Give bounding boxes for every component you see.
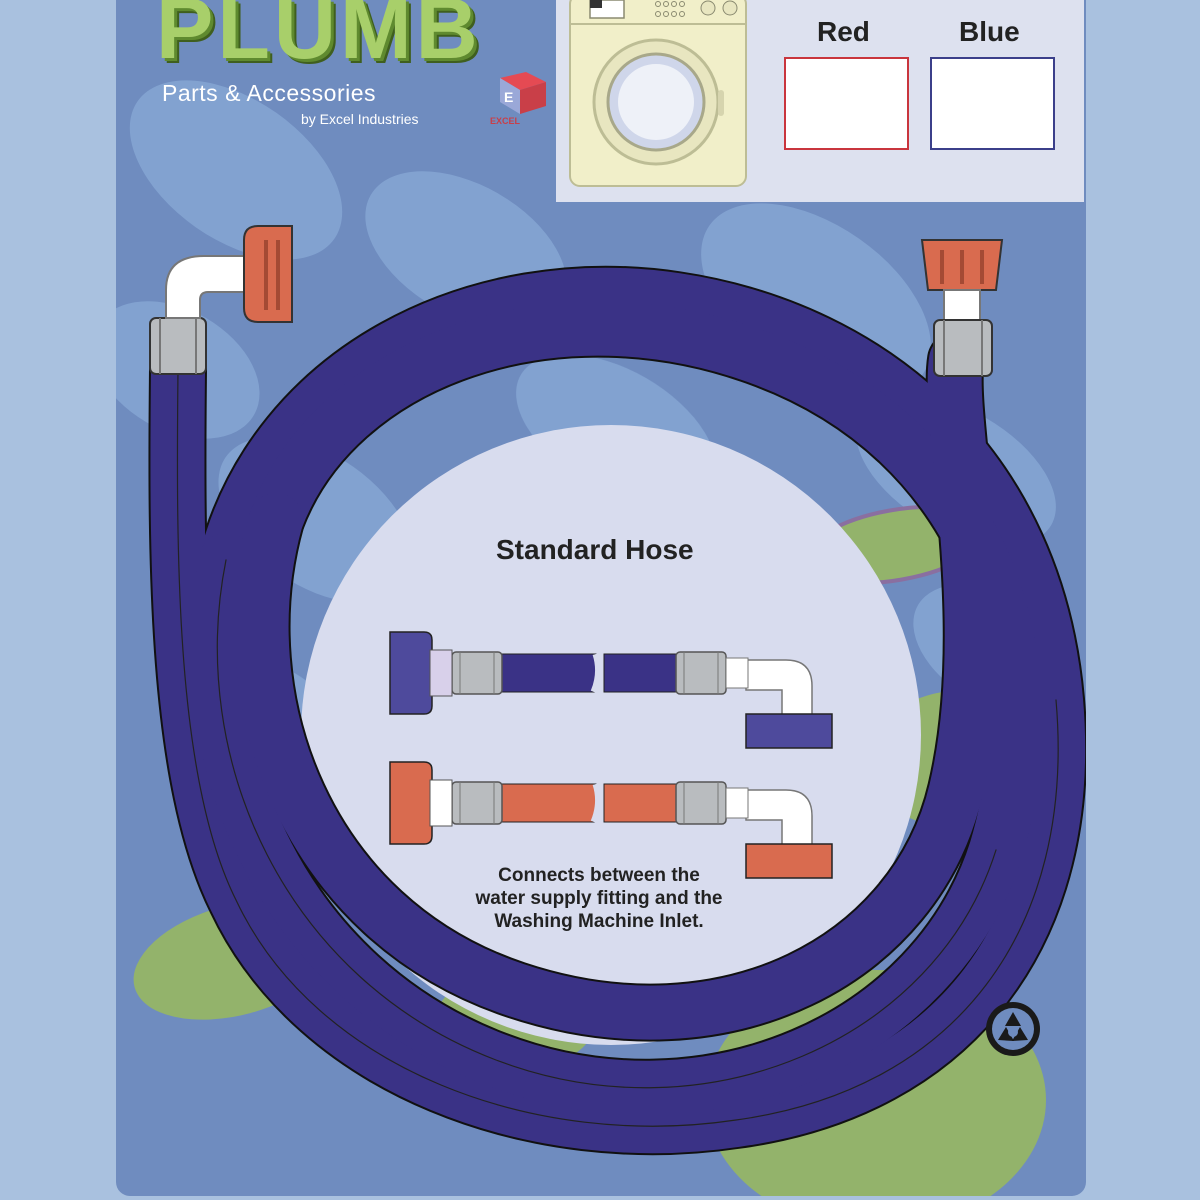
left-hose-fitting [149,225,293,375]
svg-text:E: E [504,89,513,105]
description-line-2: water supply fitting and the [475,888,723,909]
blue-hose-diagram [389,631,833,749]
product-card: PLUMB Parts & Accessories by Excel Indus… [116,0,1086,1196]
right-hose-fitting [920,239,1004,377]
washing-machine-icon [569,0,747,187]
coiled-hose-illustration [148,225,1086,1156]
color-options-panel: Red Blue [556,0,1084,202]
blue-label: Blue [959,16,1020,47]
product-description: Connects between the water supply fittin… [439,864,759,933]
red-hose-diagram [389,761,833,879]
brand-logo-text: PLUMB [156,0,482,77]
description-line-3: Washing Machine Inlet. [494,911,704,932]
description-line-1: Connects between the [498,865,700,886]
excel-logo-text: EXCEL [490,116,521,126]
info-circle [301,425,921,1045]
red-checkbox[interactable] [784,57,909,150]
hose-diagrams [389,631,833,879]
product-title: Standard Hose [496,534,694,565]
recycle-icon [986,1002,1040,1056]
red-label: Red [817,16,870,47]
brand-tagline: Parts & Accessories [162,80,377,106]
excel-cube-logo-icon: E EXCEL [490,72,546,126]
brand-by-line: by Excel Industries [301,111,419,127]
blue-checkbox[interactable] [930,57,1055,150]
